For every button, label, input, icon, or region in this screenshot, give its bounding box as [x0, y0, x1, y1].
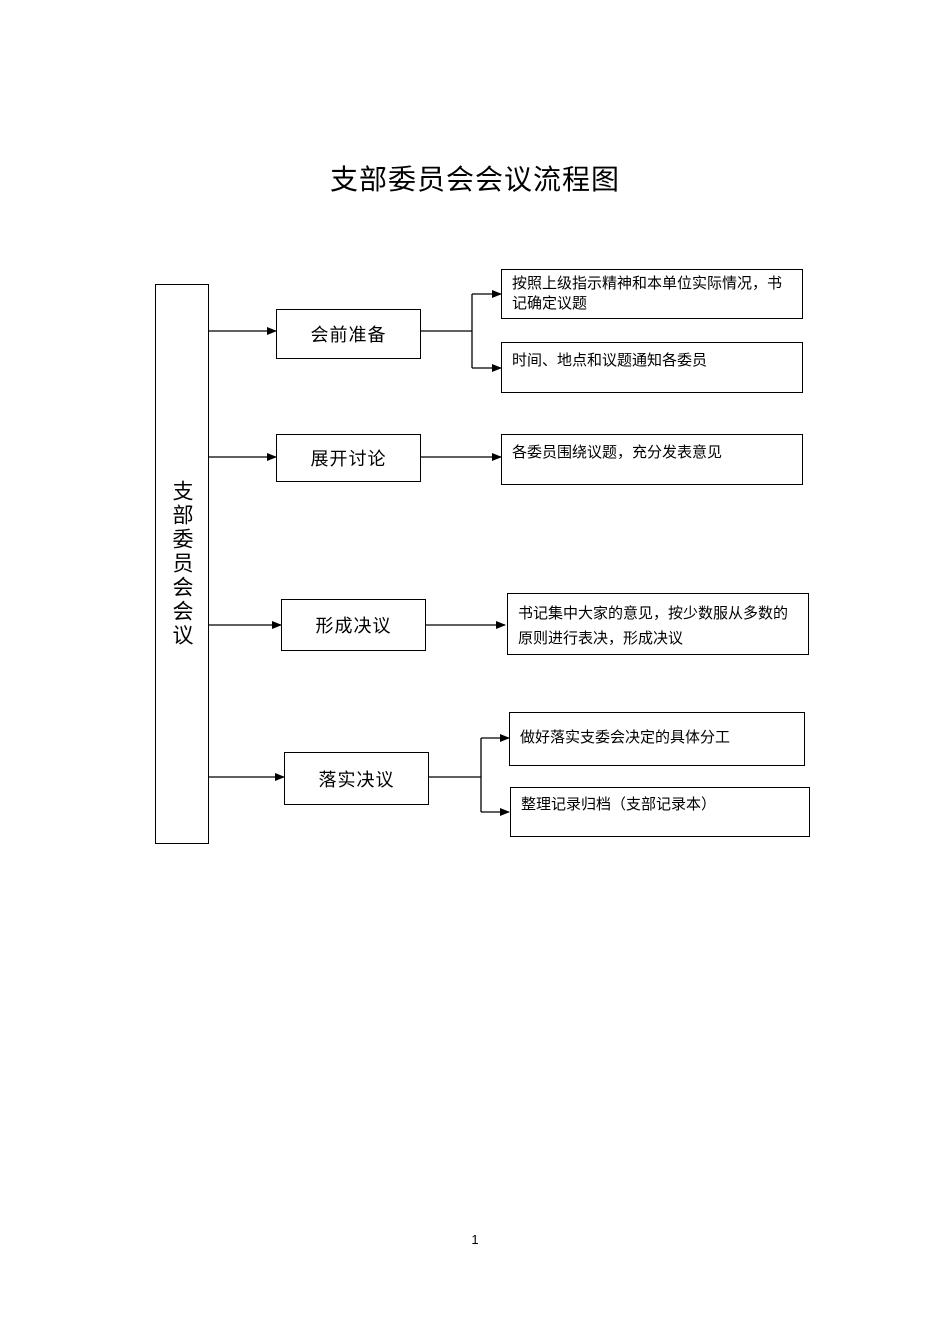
- main-node-label: 支部委员会会议: [170, 480, 194, 648]
- step-label-implementation: 落实决议: [318, 769, 395, 791]
- step-label-discussion: 展开讨论: [310, 449, 387, 470]
- diagram-title: 支部委员会会议流程图: [329, 163, 620, 196]
- detail-box-discussion-1: 各委员围绕议题，充分发表意见: [501, 434, 803, 485]
- step-label-preparation: 会前准备: [310, 325, 387, 346]
- step-box-discussion: 展开讨论: [276, 434, 421, 482]
- detail-text-implementation-2: 整理记录归档（支部记录本）: [521, 795, 717, 813]
- detail-box-implementation-2: 整理记录归档（支部记录本）: [510, 787, 810, 837]
- page-number: 1: [471, 1232, 479, 1247]
- step-label-resolution: 形成决议: [315, 616, 392, 637]
- step-box-preparation: 会前准备: [276, 309, 421, 359]
- detail-box-implementation-1: 做好落实支委会决定的具体分工: [509, 712, 805, 766]
- step-box-implementation: 落实决议: [284, 752, 429, 805]
- detail-box-resolution-1: 书记集中大家的意见，按少数服从多数的原则进行表决，形成决议: [507, 593, 809, 655]
- detail-text-preparation-2: 时间、地点和议题通知各委员: [512, 351, 708, 369]
- detail-box-preparation-2: 时间、地点和议题通知各委员: [501, 342, 803, 393]
- detail-text-resolution-1: 书记集中大家的意见，按少数服从多数的原则进行表决，形成决议: [518, 604, 789, 647]
- detail-text-preparation-1: 按照上级指示精神和本单位实际情况，书记确定议题: [512, 274, 783, 312]
- step-box-resolution: 形成决议: [281, 599, 426, 651]
- detail-text-implementation-1: 做好落实支委会决定的具体分工: [520, 728, 731, 746]
- main-node-box: 支部委员会会议: [155, 284, 209, 844]
- detail-text-discussion-1: 各委员围绕议题，充分发表意见: [512, 443, 723, 461]
- detail-box-preparation-1: 按照上级指示精神和本单位实际情况，书记确定议题: [501, 269, 803, 319]
